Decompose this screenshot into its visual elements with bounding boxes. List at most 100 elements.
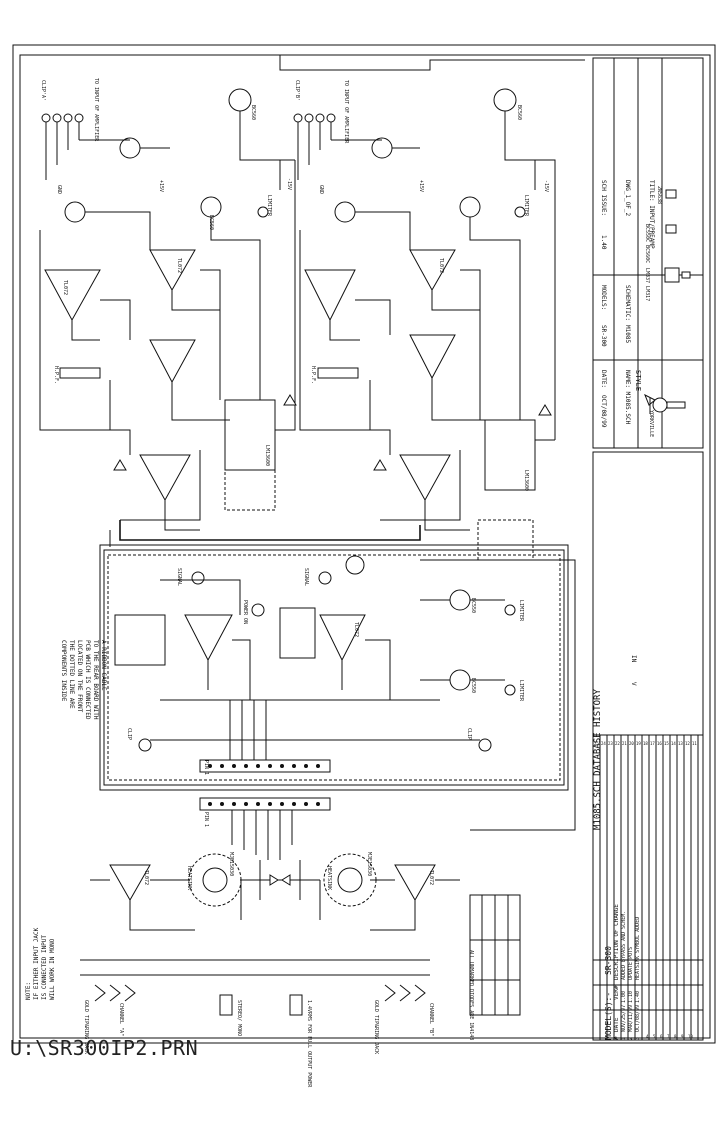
opamp-u7a [184, 614, 233, 662]
capacitor-bank [469, 894, 521, 1016]
svg-text:TO INPUT OF AMPLIFIER: TO INPUT OF AMPLIFIER [343, 80, 349, 144]
diode-bridge-1 [269, 874, 279, 886]
opamp-u3b [409, 249, 456, 292]
svg-text:BC560: BC560 [208, 215, 214, 230]
svg-text:BC560: BC560 [250, 105, 256, 120]
limiter-led-b [514, 206, 526, 218]
svg-text:1.10: 1.10 [628, 991, 634, 1003]
svg-text:+15V: +15V [418, 180, 424, 192]
svg-text:GND: GND [318, 185, 324, 194]
svg-text:-15V: -15V [543, 180, 549, 192]
svg-text:15: 15 [664, 741, 669, 746]
gain-switch [289, 994, 303, 1016]
svg-text:1.4VRMS FOR FULL OUTPUT POWER: 1.4VRMS FOR FULL OUTPUT POWER [306, 1000, 312, 1088]
limiter-led-a [257, 206, 269, 218]
svg-text:8: 8 [674, 1034, 677, 1039]
jfet-q3a [64, 201, 86, 223]
svg-text:H.P.F.: H.P.F. [53, 366, 59, 384]
svg-text:DATE: DATE [613, 1017, 620, 1032]
inner-border [19, 54, 711, 1039]
svg-text:5: 5 [653, 1034, 656, 1039]
svg-text:11: 11 [692, 741, 697, 746]
svg-text:NOV/25/97: NOV/25/97 [621, 1005, 627, 1032]
svg-text:BC550: BC550 [470, 598, 476, 613]
svg-text:SIGNAL: SIGNAL [303, 568, 309, 586]
svg-text:GOLD TIP&RING JACK: GOLD TIP&RING JACK [373, 1000, 379, 1054]
svg-text:IF EITHER INPUT JACK: IF EITHER INPUT JACK [33, 927, 40, 1000]
history-rows [593, 735, 703, 1040]
svg-text:STYLE: STYLE [634, 370, 642, 391]
svg-text:DESCRIPTION OF CHANGE: DESCRIPTION OF CHANGE [613, 904, 620, 980]
hpf-pot-b [317, 367, 359, 379]
svg-text:16: 16 [657, 741, 662, 746]
svg-text:1: 1 [621, 1037, 627, 1040]
svg-text:ALL UNMARKED DIODES ARE 1N4148: ALL UNMARKED DIODES ARE 1N4148 [468, 950, 474, 1040]
signal-led-b [318, 571, 332, 585]
svg-text:TL072: TL072 [62, 280, 68, 295]
transistor-q4a [119, 137, 141, 159]
opamp-u1c [109, 864, 151, 902]
transistor-q2a [200, 196, 222, 218]
svg-text:1.40: 1.40 [600, 235, 607, 250]
svg-text:LOCATED ON THE FRONT: LOCATED ON THE FRONT [76, 640, 83, 713]
power-on-led [251, 603, 265, 617]
svg-text:19: 19 [636, 741, 641, 746]
svg-text:25: 25 [594, 741, 599, 746]
ribbon-pins [208, 764, 320, 806]
history-row-numbers: 4 5 6 7 8 9 10 25 24 23 22 21 20 19 18 1… [594, 741, 697, 1039]
svg-text:13: 13 [678, 741, 683, 746]
limiter-led-front-b [504, 684, 516, 696]
svg-text:THE DOTTED LINE ARE: THE DOTTED LINE ARE [68, 640, 75, 709]
svg-text:18: 18 [643, 741, 648, 746]
svg-text:LM13600: LM13600 [523, 470, 529, 491]
svg-text:OCT/08/99: OCT/08/99 [635, 1005, 641, 1032]
svg-text:12: 12 [685, 741, 690, 746]
opamp-u7b [319, 614, 366, 662]
svg-text:MJE15030: MJE15030 [228, 852, 234, 876]
svg-text:SCHEMATIC:: SCHEMATIC: [624, 285, 631, 321]
transistor-q4b [371, 137, 393, 159]
svg-text:20: 20 [629, 741, 634, 746]
diode-d3a [283, 394, 297, 406]
channel-a-preamp: CLIP'A' TO INPUT OF AMPLIFIER BC560 TL07… [39, 78, 297, 531]
svg-text:PIN 1: PIN 1 [203, 812, 209, 827]
hpf-pot-a [59, 367, 101, 379]
svg-text:CHANNEL "B": CHANNEL "B" [428, 1003, 434, 1036]
input-jack-b: GOLD TIP&RING JACK CHANNEL "B" [373, 984, 434, 1054]
clip-led-a [138, 738, 152, 752]
ribbon-note-1: COMPONENTS INSIDE [60, 640, 67, 702]
opamp-u2a [139, 454, 191, 502]
transistor-q10a [449, 589, 471, 611]
diode-d3b [538, 404, 552, 416]
svg-text:-15V: -15V [286, 178, 292, 190]
svg-text:7: 7 [667, 1034, 670, 1039]
transistor-q2b [459, 196, 481, 218]
svg-text:17: 17 [650, 741, 655, 746]
title-block: SCH ISSUE: 1.40 DWG_1_OF_2 TITLE: INPUT/… [592, 57, 704, 449]
svg-text:21: 21 [622, 741, 627, 746]
svg-text:HEATSINK: HEATSINK [326, 866, 332, 890]
output-connector-b: CLIP'B' TO INPUT OF AMPLIFIER [293, 80, 349, 180]
svg-text:BC550C BC560C: BC550C BC560C [644, 224, 650, 263]
svg-text:STEREO/ MONO: STEREO/ MONO [236, 1000, 242, 1036]
svg-text:MAR/11/99: MAR/11/99 [628, 1005, 634, 1032]
company-name: YORKVILLE [648, 410, 654, 437]
sheet-border [12, 44, 716, 1044]
input-stage: TL072 TL072 HEATSINK HEATSINK MJE15030 M… [25, 852, 521, 1088]
svg-text:DATE:: DATE: [600, 370, 607, 388]
stereo-mono-switch [219, 994, 233, 1016]
svg-text:LM13600: LM13600 [264, 445, 270, 466]
svg-text:GOLD TIP&RING JACK: GOLD TIP&RING JACK [83, 1000, 89, 1054]
vca-lm13600-a [224, 399, 276, 471]
pot-style-drawing: STYLE [634, 370, 686, 414]
regulator-transistor-a [202, 867, 228, 893]
svg-text:MODEL(S):-: MODEL(S):- [604, 992, 613, 1040]
ribbon-connector-bottom [199, 797, 331, 811]
opamp-u1b [149, 249, 196, 292]
svg-text:HEATSINK SYMBOL ADDED: HEATSINK SYMBOL ADDED [635, 917, 641, 980]
svg-text:BC550: BC550 [470, 678, 476, 693]
svg-text:NAME: M1085.SCH: NAME: M1085.SCH [624, 370, 631, 425]
svg-text:LIMITER: LIMITER [518, 680, 524, 702]
svg-text:23: 23 [608, 741, 613, 746]
